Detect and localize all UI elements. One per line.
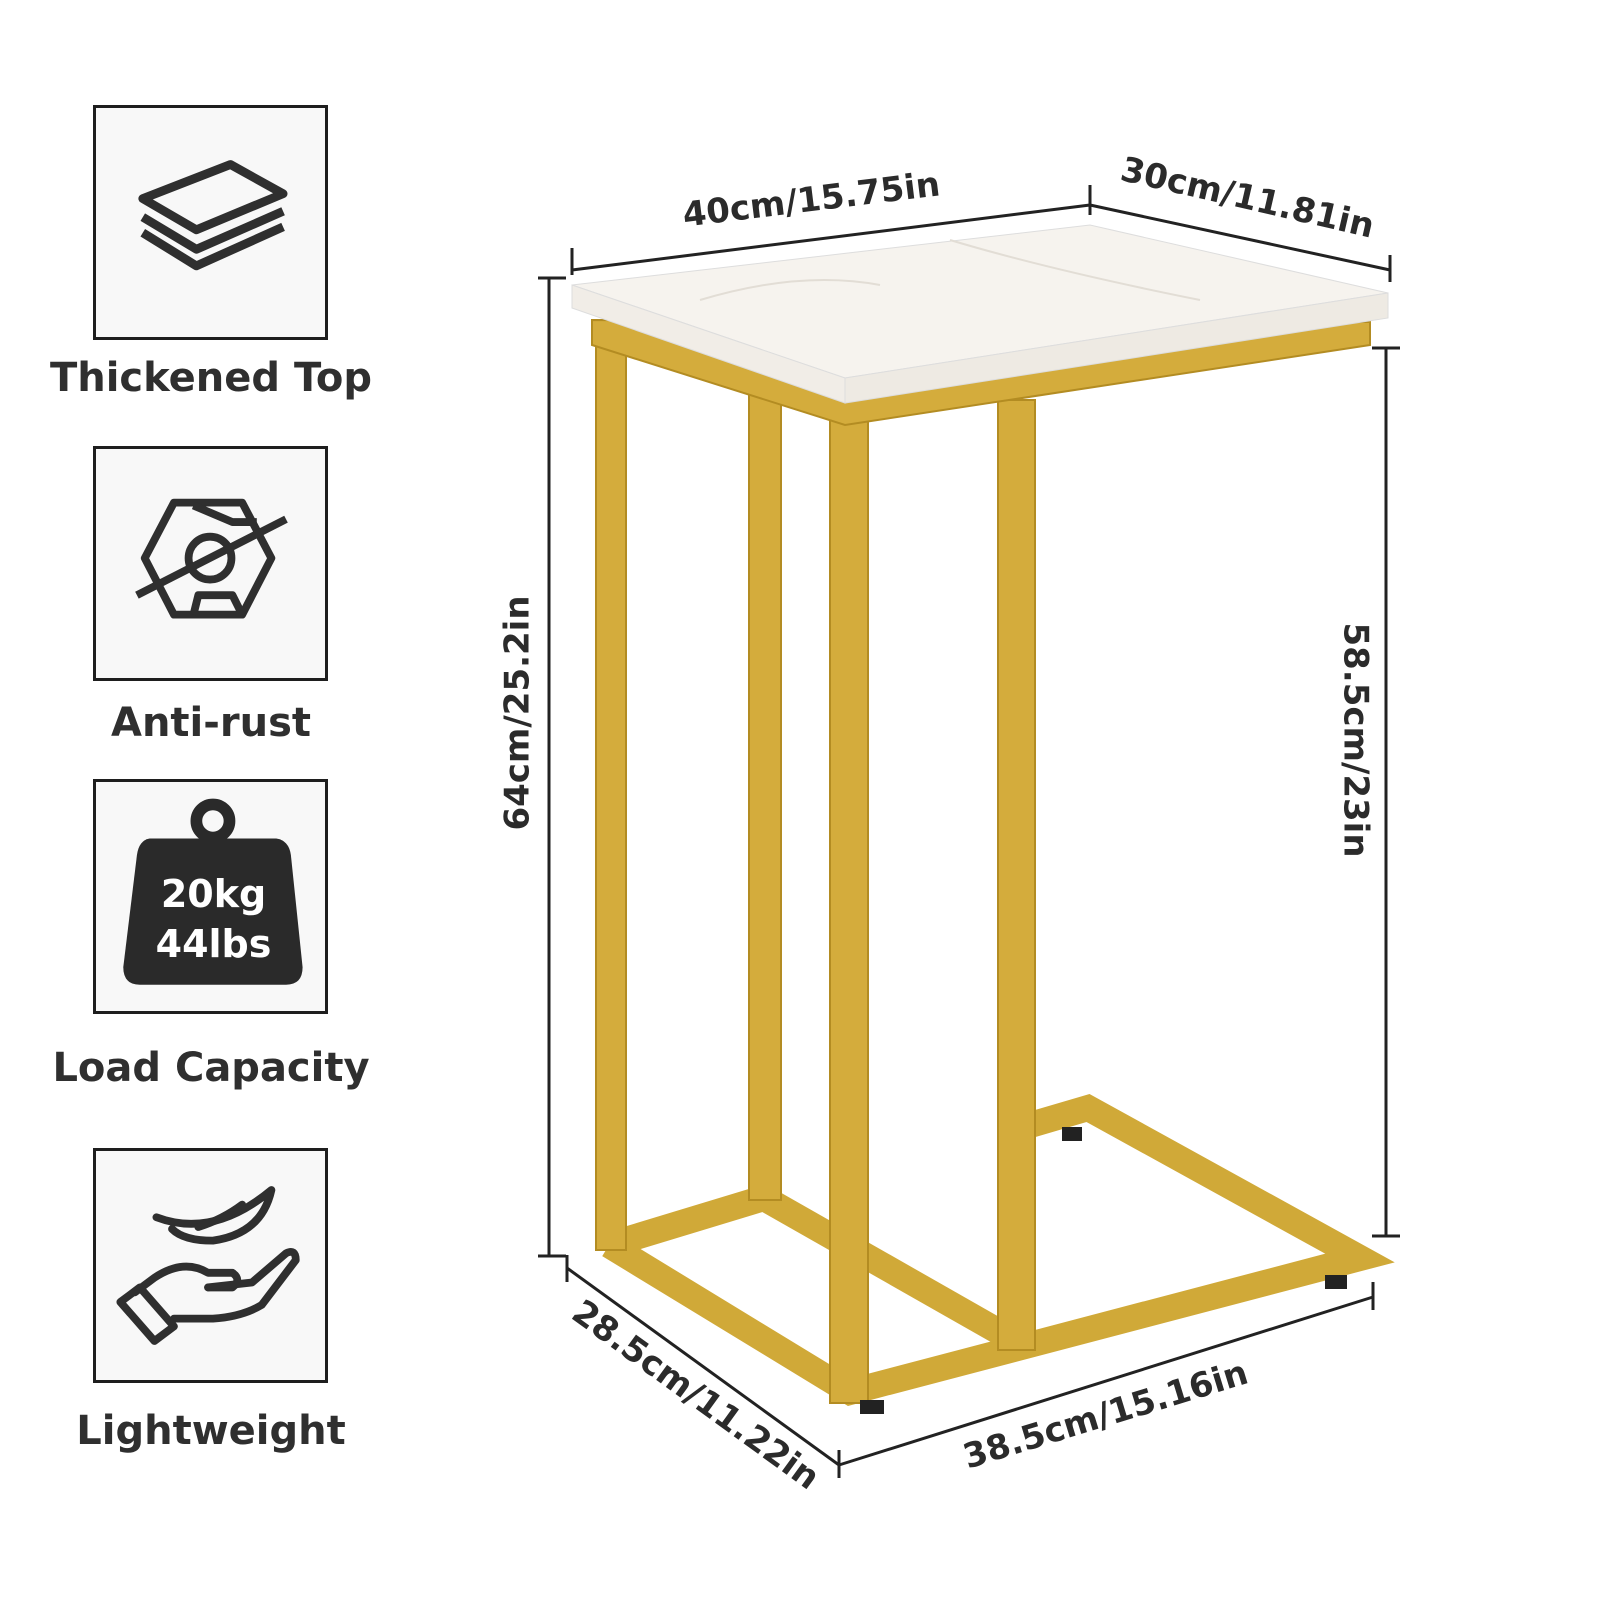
leg-front-left	[829, 417, 869, 1404]
table-top	[571, 224, 1389, 404]
anti-rust-nut-icon	[135, 498, 288, 619]
weight-lbs: 44lbs	[155, 922, 272, 966]
lightweight-label: Lightweight	[76, 1408, 346, 1454]
total-height-dimension: 64cm/25.2in	[497, 595, 538, 831]
anti-rust-box	[93, 446, 328, 681]
under-height-dimension: 58.5cm/23in	[1335, 622, 1376, 858]
load-capacity-label: Load Capacity	[52, 1045, 370, 1091]
hand-feather-icon	[116, 1186, 300, 1345]
foot	[860, 1400, 884, 1414]
anti-rust-label: Anti-rust	[111, 700, 311, 746]
base-frame	[602, 1093, 1395, 1406]
weight-kg: 20kg	[160, 872, 267, 916]
load-capacity-box: 20kg 44lbs	[93, 779, 328, 1014]
lightweight-box	[93, 1148, 328, 1383]
foot	[1325, 1275, 1347, 1289]
weight-icon	[123, 798, 303, 985]
leg-front-right	[997, 399, 1036, 1351]
foot	[1062, 1127, 1082, 1141]
leg-back-inner	[748, 389, 782, 1201]
table-frame	[591, 318, 1395, 1406]
thickened-top-box	[93, 105, 328, 340]
thickened-top-label: Thickened Top	[49, 355, 373, 401]
layers-icon	[138, 160, 288, 271]
dimension-lines	[538, 185, 1400, 1478]
leg-back-left	[595, 337, 627, 1251]
feet	[860, 1127, 1347, 1414]
